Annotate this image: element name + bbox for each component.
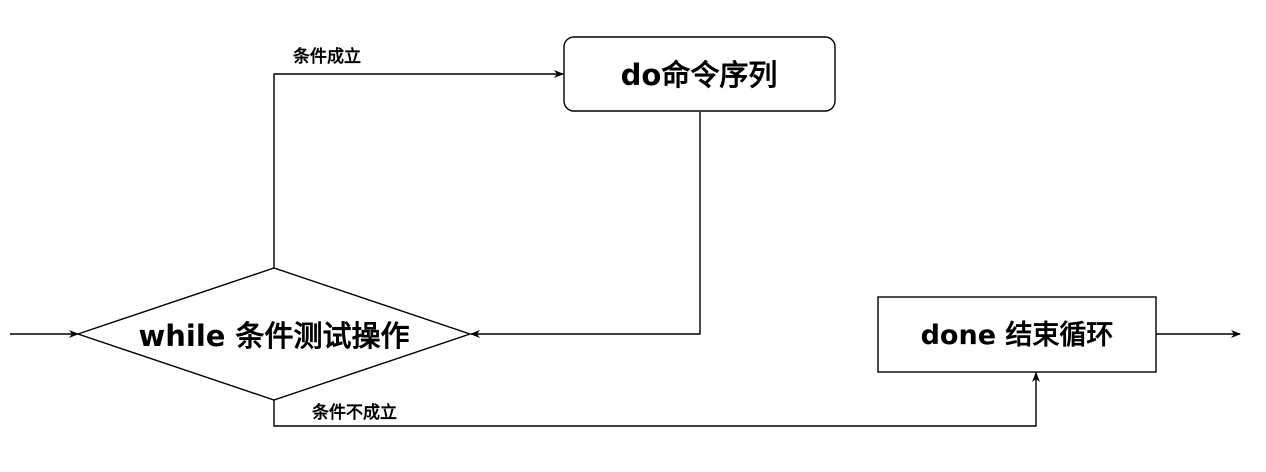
true-branch-label: 条件成立 (292, 46, 361, 67)
body-label: do命令序列 (621, 58, 778, 92)
false-branch-connector (273, 372, 1040, 427)
false-branch-label: 条件不成立 (311, 402, 397, 423)
condition-label: while 条件测试操作 (138, 319, 409, 353)
true-branch-connector (273, 70, 564, 268)
loop-back-connector (470, 112, 701, 338)
end-label: done 结束循环 (921, 320, 1114, 351)
body-box (563, 36, 836, 112)
